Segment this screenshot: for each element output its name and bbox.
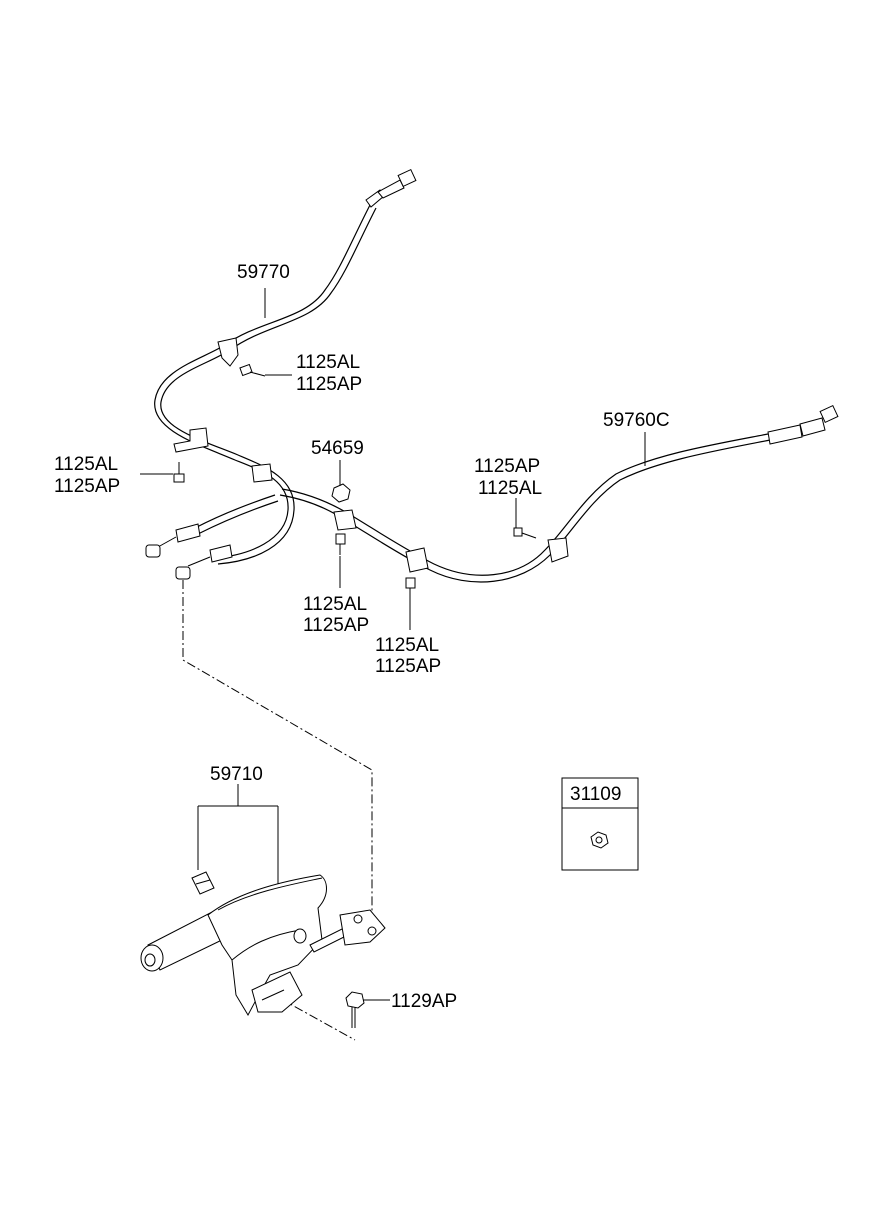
label-bolt-upper-2: 1125AP bbox=[296, 374, 362, 395]
label-bolt-mid-2: 1125AP bbox=[303, 615, 369, 636]
label-bolt-lever: 1129AP bbox=[391, 991, 457, 1012]
bolt-icon bbox=[513, 527, 537, 539]
label-lever-assembly: 59710 bbox=[210, 764, 263, 785]
label-inset-part: 31109 bbox=[570, 784, 621, 805]
label-bolt-left-2: 1125AP bbox=[54, 476, 120, 497]
front-cable-strand bbox=[145, 494, 279, 558]
parking-brake-lever bbox=[140, 871, 386, 1017]
label-cable-left: 59770 bbox=[237, 262, 290, 283]
leader-lines bbox=[140, 288, 646, 1001]
inset-part-box bbox=[561, 777, 639, 871]
label-nut-center: 54659 bbox=[311, 438, 364, 459]
label-bolt-upper-1: 1125AL bbox=[296, 352, 360, 373]
flange-bolt-icon bbox=[345, 991, 365, 1028]
nut-icon bbox=[331, 470, 351, 503]
label-bolt-mid-1: 1125AL bbox=[303, 594, 367, 615]
rear-cable-left bbox=[154, 168, 417, 580]
bolt-icon bbox=[405, 577, 416, 600]
label-bolt-low-1: 1125AL bbox=[375, 635, 439, 656]
bolt-icon bbox=[173, 462, 185, 483]
label-bolt-right-1: 1125AP bbox=[474, 456, 540, 477]
bolt-icon bbox=[335, 533, 346, 555]
label-bolt-left-1: 1125AL bbox=[54, 454, 118, 475]
label-cable-right: 59760C bbox=[603, 410, 670, 431]
label-bolt-right-2: 1125AL bbox=[478, 478, 542, 499]
bolt-icon bbox=[239, 363, 266, 377]
nut-icon bbox=[590, 831, 609, 849]
rear-cable-right bbox=[279, 404, 839, 583]
label-bolt-low-2: 1125AP bbox=[375, 656, 441, 677]
